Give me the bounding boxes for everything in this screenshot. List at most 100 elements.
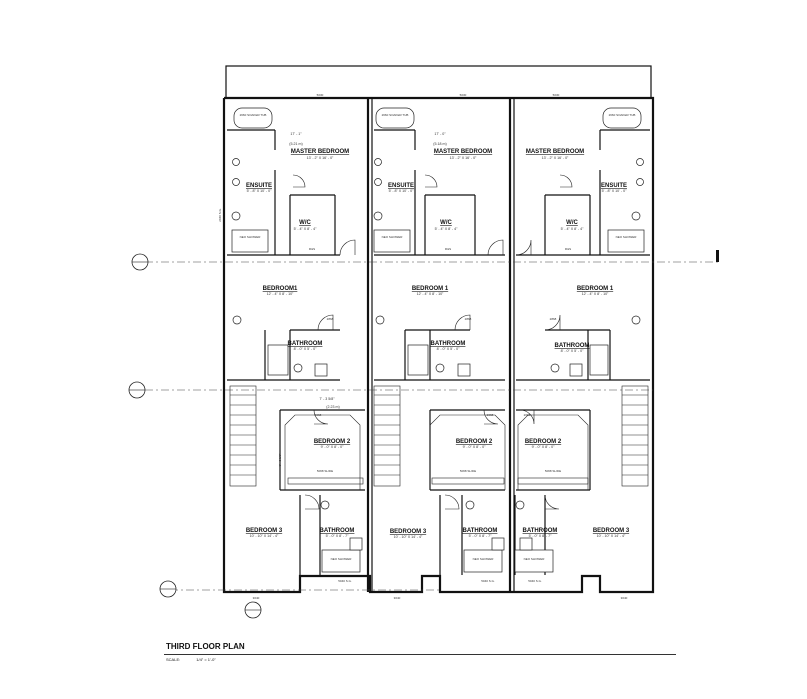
- shower-label-3: NEO SHOWER: [616, 235, 638, 239]
- ensuite-dim-1: 5' - 8" X 10' - 0": [247, 189, 272, 193]
- bedroom3-label-2: BEDROOM 3: [390, 529, 427, 535]
- scale-value: 1/4" = 1'-0": [196, 657, 216, 662]
- bedroom2-dim-2: 9' - 0" X 8' - 0": [463, 445, 486, 449]
- bath3-shower-label-2: NEO SHOWER: [473, 557, 495, 561]
- unit-2-walls: [374, 129, 505, 575]
- fixtures: [231, 158, 644, 551]
- bedroom2-dim-3: 9' - 0" X 8' - 0": [532, 445, 555, 449]
- outer-wall: [222, 96, 655, 594]
- bedroom3-dim-1: 10' - 10" X 14' - 4": [250, 534, 279, 538]
- bathroom-label-2: BATHROOM: [431, 341, 466, 347]
- bath3-label-1: BATHROOM: [320, 528, 355, 534]
- master-bedroom-label-3: MASTER BEDROOM: [526, 149, 584, 155]
- bathroom-dim-1: 8' - 0" X 5' - 0": [294, 347, 317, 351]
- bathroom-dim-2: 8' - 0" X 5' - 0": [437, 347, 460, 351]
- title-rule: [164, 654, 676, 655]
- bathroom-label-3: BATHROOM: [555, 343, 590, 349]
- wic-dim-1: 5' - 4" X 8' - 4": [294, 227, 317, 231]
- bath3-shower-2: [463, 549, 503, 573]
- slide-label-3: 5068 SLIDE: [545, 469, 561, 473]
- bath3-dim-2: 5' - 0" X 8' - 7": [469, 534, 492, 538]
- bath-shower-1: [267, 344, 289, 376]
- master-bedroom-label-2: MASTER BEDROOM: [434, 149, 492, 155]
- wic-label-2: W/C: [440, 220, 452, 226]
- rs-label-1: R&S: [309, 247, 315, 251]
- bath-shower-2: [407, 344, 429, 376]
- closet-3: [517, 477, 589, 485]
- bath3-dim-3: 5' - 0" X 8' - 7": [529, 534, 552, 538]
- window-bottom-1: 3040: [253, 596, 260, 600]
- door-label-6: 2668: [524, 413, 531, 417]
- sg-label-1: 5040 S.G.: [338, 579, 352, 583]
- slide-label-2: 5068 SLIDE: [460, 469, 476, 473]
- wic-dim-3: 5' - 4" X 8' - 4": [561, 227, 584, 231]
- bath3-shower-3: [514, 549, 554, 573]
- ensuite-label-1: ENSUITE: [246, 183, 272, 189]
- bedroom2-dim-1: 9' - 0" X 8' - 0": [321, 445, 344, 449]
- bedroom3-dim-2: 10' - 10" X 14' - 4": [394, 535, 423, 539]
- tub-label-2: 2660 SOAKER TUB: [382, 113, 409, 117]
- sg-label-3: 5040 S.G.: [528, 579, 542, 583]
- bedroom1-label-2: BEDROOM 1: [412, 286, 449, 292]
- bath3-shower-label-3: NEO SHOWER: [524, 557, 546, 561]
- door-label-2: 2868: [465, 317, 472, 321]
- bedroom1-dim-1: 12' - 4" X 8' - 10": [267, 292, 294, 296]
- master-bedroom-dim-2: 13' - 2" X 16' - 0": [450, 156, 477, 160]
- tub-label-1: 2660 SOAKER TUB: [240, 113, 267, 117]
- ensuite-label-3: ENSUITE: [601, 183, 627, 189]
- plan-title: THIRD FLOOR PLAN: [166, 642, 245, 651]
- shower-label-1: NEO SHOWER: [240, 235, 262, 239]
- stair-dim: 7' - 3 5/8": [319, 397, 335, 401]
- door-label-1: 2868: [327, 317, 334, 321]
- bedroom3-label-1: BEDROOM 3: [246, 528, 283, 534]
- door-swings: [292, 174, 573, 510]
- roof-band: [225, 65, 652, 99]
- window-top-2: 5030: [460, 93, 467, 97]
- bay-window-2: [429, 414, 506, 490]
- window-top-1: 5030: [317, 93, 324, 97]
- stair-unit-2: [373, 385, 401, 487]
- bedroom3-label-3: BEDROOM 3: [593, 528, 630, 534]
- bath3-label-3: BATHROOM: [523, 528, 558, 534]
- bedroom2-label-3: BEDROOM 2: [525, 439, 562, 445]
- ensuite-shower-2: [373, 229, 411, 253]
- tub-1: [233, 107, 273, 129]
- wic-dim-2: 5' - 4" X 8' - 4": [435, 227, 458, 231]
- slide-label-1: 5068 SLIDE: [317, 469, 333, 473]
- sg-label-2: 5040 S.G.: [481, 579, 495, 583]
- tub-2: [375, 107, 415, 129]
- bedroom2-label-1: BEDROOM 2: [314, 439, 351, 445]
- master-bedroom-dim-3: 13' - 2" X 16' - 0": [542, 156, 569, 160]
- section-mark: [716, 250, 719, 262]
- bedroom1-label-1: BEDROOM1: [263, 286, 298, 292]
- master-bedroom-label-1: MASTER BEDROOM: [291, 149, 349, 155]
- door-label-4: 2668: [315, 413, 322, 417]
- bedroom3-dim-3: 10' - 10" X 14' - 4": [597, 534, 626, 538]
- ensuite-dim-2: 5' - 8" X 10' - 0": [389, 189, 414, 193]
- bath3-shower-label-1: NEO SHOWER: [331, 557, 353, 561]
- master-bedroom-dim-1: 13' - 2" X 16' - 0": [307, 156, 334, 160]
- side-dim-label: 8' - 0 5/8": [278, 454, 282, 467]
- bathroom-dim-3: 8' - 0" X 5' - 0": [561, 349, 584, 353]
- width-metric-2: (5.18 m): [433, 142, 446, 146]
- width-dim-1: 17' - 1": [290, 132, 302, 136]
- unit-1-walls: [227, 129, 365, 575]
- scale-row: SCALE:1/4" = 1'-0": [166, 657, 232, 662]
- shower-label-2: NEO SHOWER: [382, 235, 404, 239]
- ensuite-shower-3: [607, 229, 645, 253]
- window-bottom-2: 3040: [394, 596, 401, 600]
- bedroom1-dim-2: 12' - 4" X 8' - 10": [417, 292, 444, 296]
- stair-unit-3: [621, 385, 649, 487]
- stair-metric: (2.23 m): [326, 405, 339, 409]
- window-bottom-3: 3040: [621, 596, 628, 600]
- bay-window-1: [284, 414, 361, 490]
- ensuite-label-2: ENSUITE: [388, 183, 414, 189]
- bathroom-label-1: BATHROOM: [288, 341, 323, 347]
- bedroom2-label-2: BEDROOM 2: [456, 439, 493, 445]
- bay-window-3: [517, 414, 589, 490]
- bath3-dim-1: 5' - 0" X 8' - 7": [326, 534, 349, 538]
- door-label-5: 2668: [487, 413, 494, 417]
- bath3-shower-1: [321, 549, 361, 573]
- width-metric-1: (5.21 m): [289, 142, 302, 146]
